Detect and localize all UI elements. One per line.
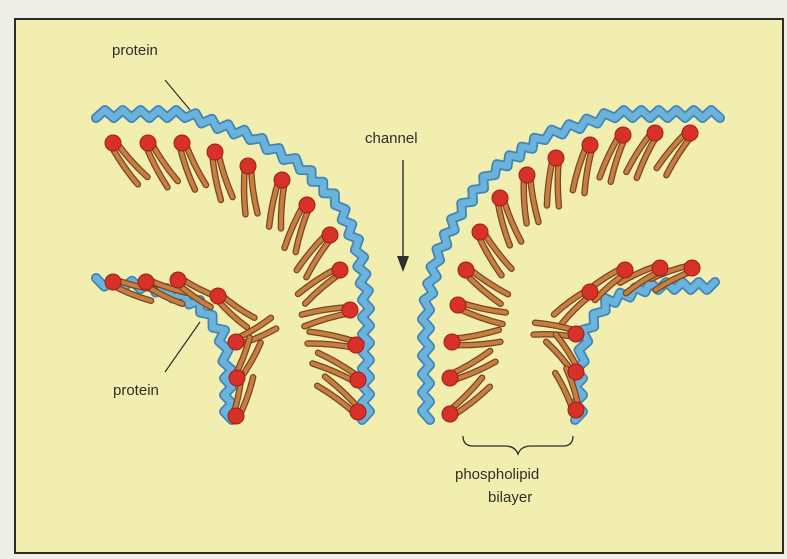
bilayer-label: bilayer	[488, 489, 532, 506]
left-inner-lipid-head	[228, 408, 244, 424]
right-outer-lipid-head	[548, 150, 564, 166]
left-inner-lipid-head	[170, 272, 186, 288]
left-outer-lipid-head	[332, 262, 348, 278]
protein-bottom-label: protein	[113, 382, 159, 399]
right-inner-lipid-head	[652, 260, 668, 276]
left-outer-lipid-head	[105, 135, 121, 151]
left-outer-lipid-head	[274, 172, 290, 188]
right-inner-lipid-head	[684, 260, 700, 276]
left-inner-lipid-head	[229, 370, 245, 386]
left-outer-lipid-head	[240, 158, 256, 174]
right-outer-lipid-head	[442, 370, 458, 386]
phospholipid-label: phospholipid	[455, 466, 539, 483]
left-outer-lipid-head	[174, 135, 190, 151]
left-outer-lipid-head	[348, 337, 364, 353]
left-outer-lipid-head	[342, 302, 358, 318]
left-outer-lipid-head	[207, 144, 223, 160]
right-outer-lipid-head	[615, 127, 631, 143]
right-inner-lipid-head	[617, 262, 633, 278]
left-outer-lipid-head	[322, 227, 338, 243]
left-inner-lipid-head	[228, 334, 244, 350]
right-outer-lipid-head	[647, 125, 663, 141]
right-outer-lipid-head	[519, 167, 535, 183]
protein-bottom-pointer	[165, 322, 200, 372]
right-inner-lipid-head	[568, 402, 584, 418]
lipid-tails	[111, 131, 694, 417]
right-outer-lipid-head	[458, 262, 474, 278]
left-outer-lipid-head	[350, 372, 366, 388]
left-inner-lipid-head	[105, 274, 121, 290]
right-outer-lipid-head	[472, 224, 488, 240]
right-outer-lipid-head	[582, 137, 598, 153]
right-inner-lipid-head	[568, 364, 584, 380]
left-outer-lipid-head	[350, 404, 366, 420]
protein-top-label: protein	[112, 42, 158, 59]
left-inner-lipid-head	[210, 288, 226, 304]
right-outer-lipid-head	[682, 125, 698, 141]
channel-label: channel	[365, 130, 418, 147]
right-outer-lipid-head	[492, 190, 508, 206]
right-outer-lipid-head	[442, 406, 458, 422]
left-inner-lipid-head	[138, 274, 154, 290]
right-inner-lipid-head	[568, 326, 584, 342]
right-outer-lipid-head	[450, 297, 466, 313]
left-outer-lipid-head	[140, 135, 156, 151]
left-outer-lipid-head	[299, 197, 315, 213]
channel-arrow-icon	[397, 256, 409, 272]
right-inner-lipid-head	[582, 284, 598, 300]
right-outer-lipid-head	[444, 334, 460, 350]
bilayer-bracket-icon	[463, 436, 573, 454]
